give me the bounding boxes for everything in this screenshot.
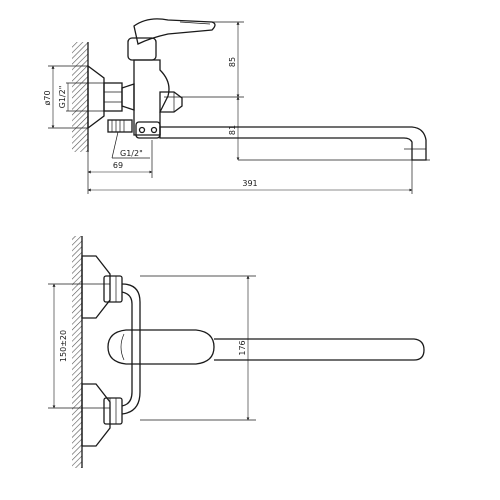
- lever-front: [107, 329, 215, 365]
- lever-handle: [133, 18, 216, 45]
- mixer-body: [133, 59, 170, 136]
- connection-nut: [103, 82, 123, 112]
- dim-thread-bottom: G1/2": [120, 149, 143, 158]
- wall-hatch-bottom: [72, 236, 82, 468]
- dim-height-lower: 81: [228, 125, 237, 135]
- dim-height: 176: [238, 340, 247, 355]
- wall-flange-lower: [81, 383, 111, 447]
- spout-top: [159, 126, 427, 161]
- diverter-knob: [159, 91, 183, 113]
- mixer-body-front: [121, 283, 141, 415]
- dim-height-upper: 85: [228, 57, 237, 67]
- side-view: 85 81 ø70 G1/2" G1/2" 69 391: [43, 18, 430, 194]
- spout-front: [214, 338, 425, 361]
- dim-thread-top: G1/2": [58, 86, 67, 109]
- dim-wall-offset: 69: [113, 161, 123, 170]
- dim-total-length: 391: [242, 179, 257, 188]
- cartridge-cap: [127, 37, 157, 61]
- wall-flange-upper: [81, 255, 111, 319]
- wall-hatch-top: [72, 42, 88, 152]
- dim-centers: 150±20: [59, 330, 68, 362]
- front-view: 150±20 176: [48, 236, 425, 468]
- wall-flange-top: [87, 64, 105, 130]
- dim-flange-diameter: ø70: [43, 90, 52, 105]
